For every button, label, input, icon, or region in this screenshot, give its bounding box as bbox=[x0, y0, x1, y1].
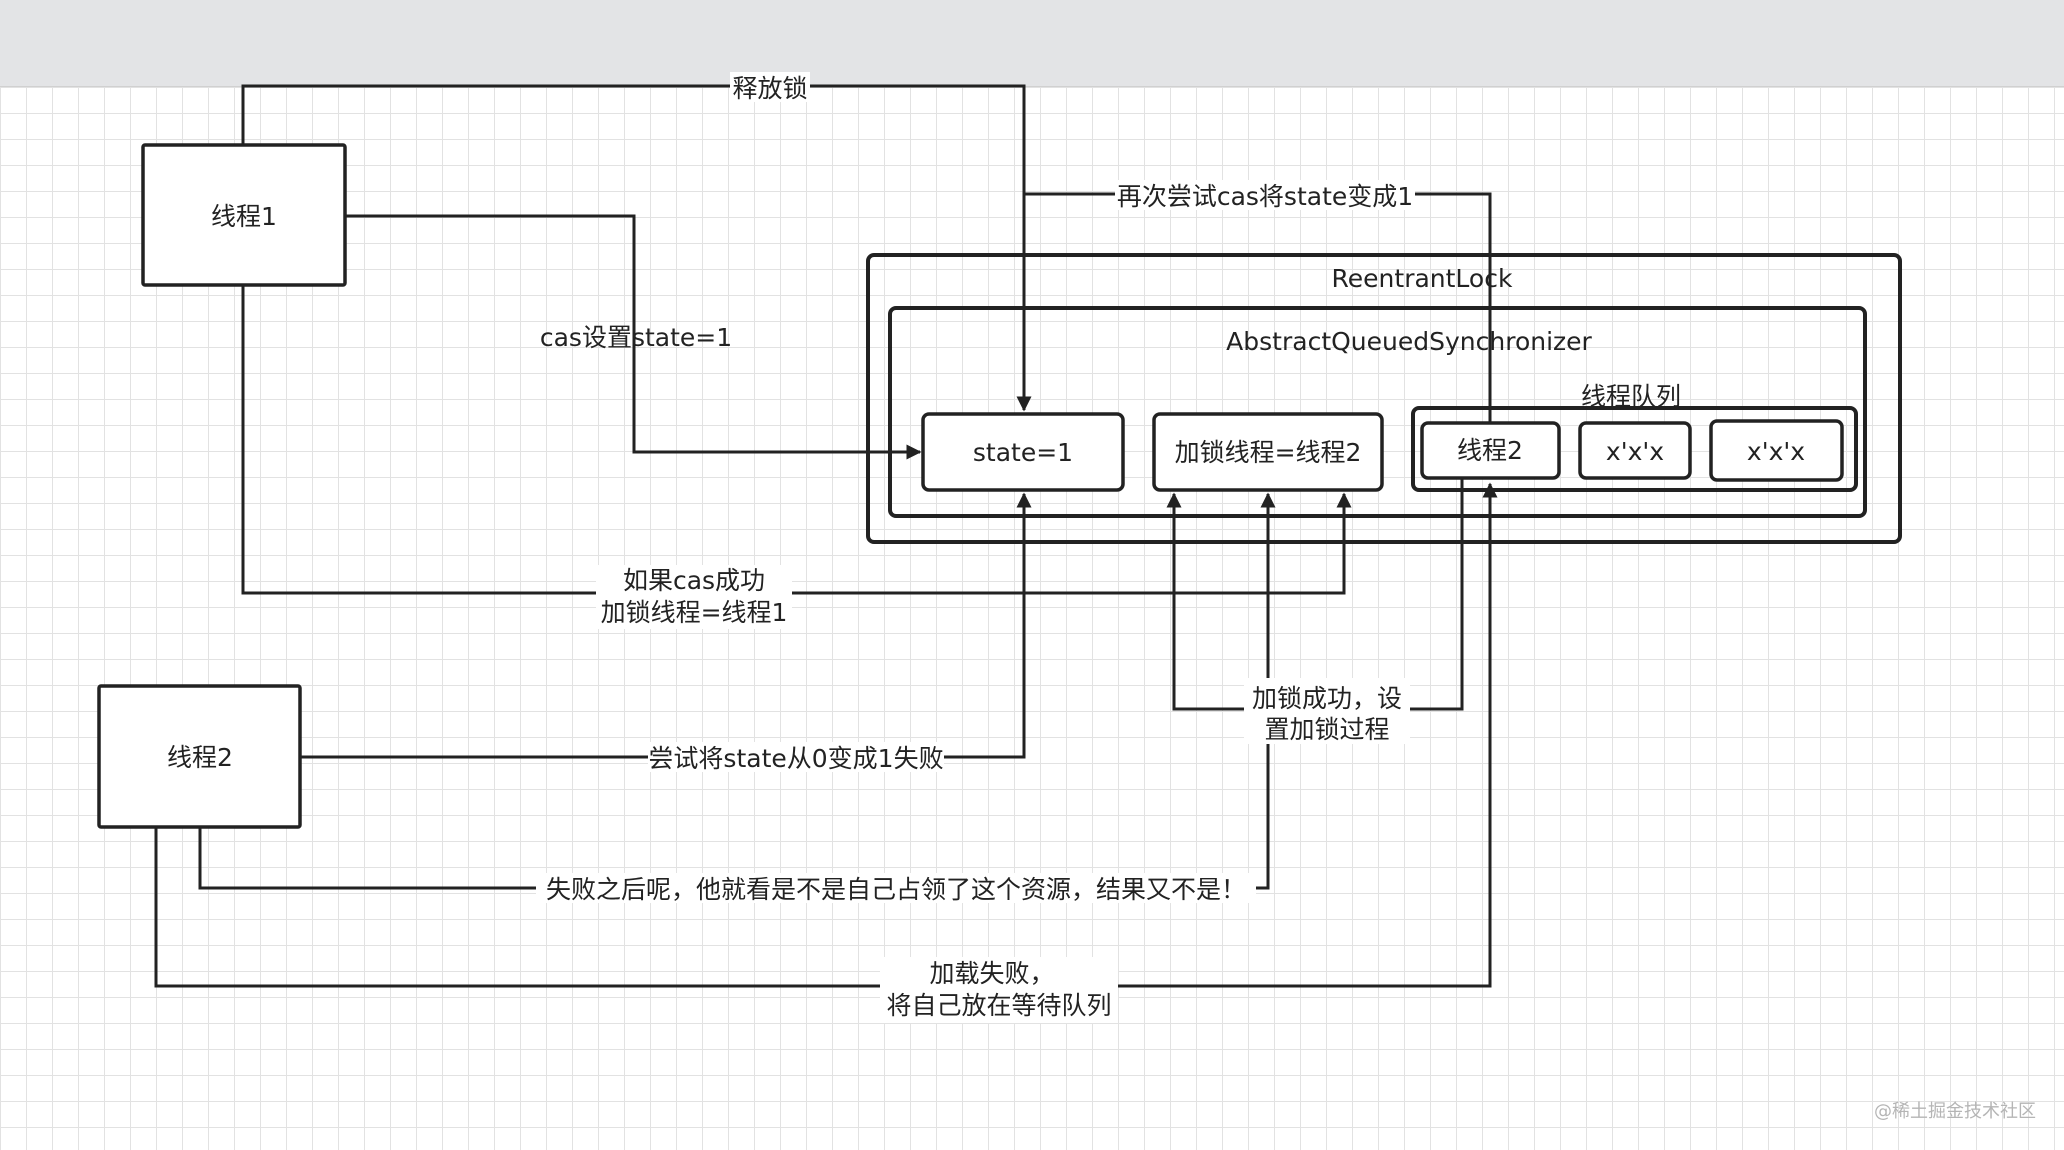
thread1-box bbox=[141, 143, 347, 287]
thread-queue-container bbox=[1411, 406, 1858, 492]
queue-item-a-box bbox=[1578, 421, 1692, 480]
queue-thread2-box bbox=[1420, 421, 1561, 480]
state-label: state=1 bbox=[973, 438, 1073, 467]
edge-cas-set-state bbox=[345, 214, 922, 460]
thread2-label: 线程2 bbox=[167, 743, 233, 772]
label-load-fail-2: 将自己放在等待队列 bbox=[886, 991, 1111, 1020]
queue-item-b-label: x'x'x bbox=[1747, 437, 1805, 466]
label-retry-cas: 再次尝试cas将state变成1 bbox=[1117, 182, 1413, 211]
queue-thread2-label: 线程2 bbox=[1457, 436, 1523, 465]
browser-top-bar bbox=[0, 0, 2064, 87]
label-lock-success-1: 加锁成功，设 bbox=[1252, 684, 1402, 713]
aqs-title: AbstractQueuedSynchronizer bbox=[1226, 327, 1592, 356]
edge-lock-success bbox=[1166, 469, 1464, 711]
reentrantlock-container bbox=[866, 253, 1902, 544]
label-try-state-fail: 尝试将state从0变成1失败 bbox=[648, 744, 943, 773]
edge-try-state-fail bbox=[300, 492, 1032, 759]
thread1-label: 线程1 bbox=[211, 202, 277, 231]
label-if-cas-success-2: 加锁线程=线程1 bbox=[601, 598, 788, 627]
reentrantlock-title: ReentrantLock bbox=[1332, 264, 1513, 293]
aqs-container bbox=[888, 306, 1867, 518]
label-cas-set-state: cas设置state=1 bbox=[540, 323, 732, 352]
label-if-cas-success-1: 如果cas成功 bbox=[623, 566, 765, 595]
label-lock-success-2: 置加锁过程 bbox=[1264, 715, 1389, 744]
state-box bbox=[921, 412, 1125, 492]
edge-if-cas-success bbox=[241, 285, 1352, 595]
label-release-lock: 释放锁 bbox=[732, 74, 807, 103]
lock-thread-box bbox=[1152, 412, 1384, 492]
label-load-fail-1: 加载失败， bbox=[929, 959, 1054, 988]
edge-release-lock bbox=[241, 84, 1032, 412]
edge-load-fail bbox=[154, 482, 1498, 988]
label-after-fail-check: 失败之后呢，他就看是不是自己占领了这个资源，结果又不是！ bbox=[546, 875, 1246, 904]
lock-thread-label: 加锁线程=线程2 bbox=[1175, 438, 1362, 467]
queue-item-a-label: x'x'x bbox=[1606, 437, 1664, 466]
thread2-box bbox=[97, 684, 302, 829]
queue-item-b-box bbox=[1709, 419, 1844, 482]
edge-after-fail-check bbox=[198, 492, 1276, 890]
thread-queue-title: 线程队列 bbox=[1581, 382, 1681, 411]
watermark: @稀土掘金技术社区 bbox=[1874, 1101, 2036, 1122]
